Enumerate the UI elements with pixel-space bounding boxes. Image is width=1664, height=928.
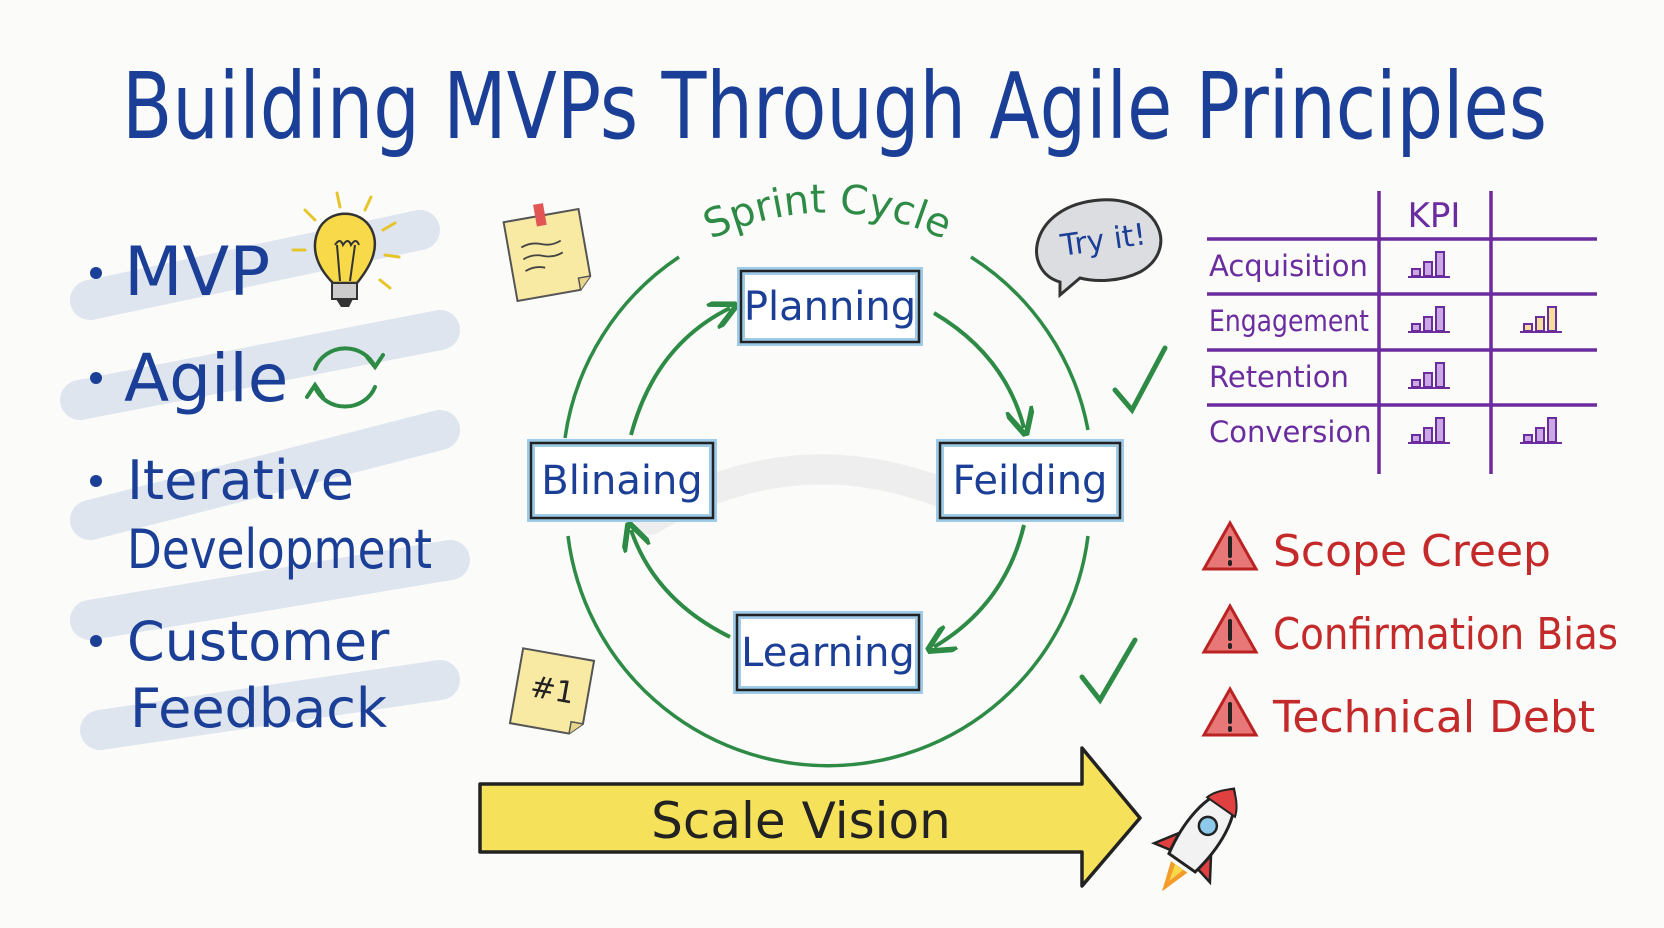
bar-chart-icon-bar — [1423, 372, 1433, 388]
bar-chart-icon — [1408, 417, 1450, 444]
arrow-planning-to-right — [932, 311, 1024, 428]
bullet-text: Iterative — [127, 449, 354, 512]
bar-chart-icon-bar — [1435, 306, 1445, 332]
page-title: Building MVPs Through Agile Principles — [122, 53, 1547, 160]
scale-vision-label: Scale Vision — [651, 792, 951, 850]
outer-cycle-ring — [563, 255, 1090, 768]
kpi-row-label: Conversion — [1209, 415, 1372, 449]
bullet-item-agile: Agile — [90, 340, 288, 417]
sprint-cycle-diagram: Sprint Cycle Planning Feilding — [527, 176, 1124, 768]
stage-label: Feilding — [953, 458, 1108, 504]
bar-chart-icon-bar — [1435, 251, 1445, 277]
checkmark-icon — [1112, 345, 1168, 415]
bar-chart-icon-bar — [1523, 434, 1533, 443]
bar-chart-icon — [1520, 417, 1562, 444]
cycle-flow-arrows — [631, 308, 1024, 647]
sticky-note-label: #1 — [527, 669, 577, 711]
bar-chart-icon-bar — [1423, 261, 1433, 277]
bullet-list: MVP Agile Iterative Development Customer… — [90, 233, 432, 740]
bar-chart-icon-bar — [1411, 323, 1421, 332]
stage-label: Learning — [741, 630, 915, 676]
bullet-item-mvp: MVP — [90, 233, 270, 312]
sticky-note-icon — [502, 203, 592, 303]
bar-chart-icon — [1408, 251, 1450, 278]
kpi-row-label: Engagement — [1209, 304, 1369, 338]
bar-chart-icon-bar — [1411, 268, 1421, 277]
arrow-learning-to-left — [631, 530, 731, 639]
warning-icon — [1201, 519, 1259, 571]
bar-chart-icon-bar — [1535, 427, 1545, 443]
stage-label: Planning — [744, 284, 916, 330]
bar-chart-icon — [1408, 362, 1450, 389]
bullet-item-customer-feedback: Customer Feedback — [90, 610, 390, 740]
bar-chart-icon-bar — [1547, 417, 1557, 443]
kpi-row-label: Acquisition — [1209, 249, 1368, 283]
kpi-header: KPI — [1408, 196, 1461, 236]
bar-chart-icon-bar — [1423, 427, 1433, 443]
bullet-text: Feedback — [130, 677, 388, 740]
bar-chart-icon-bar — [1423, 316, 1433, 332]
arrow-right-to-learning — [934, 524, 1026, 647]
risk-item: Confirmation Bias — [1201, 602, 1618, 660]
bullet-text: Agile — [124, 340, 288, 417]
checkmark-icon — [1079, 637, 1138, 705]
bar-chart-icon-bar — [1411, 434, 1421, 443]
bullet-text: MVP — [124, 233, 270, 312]
bullet-item-iterative-development: Iterative Development — [90, 449, 432, 581]
stage-box-planning[interactable]: Planning — [737, 267, 923, 346]
speech-bubble: Try it! — [1035, 198, 1163, 299]
kpi-row-label: Retention — [1209, 360, 1349, 394]
kpi-table — [1207, 191, 1597, 474]
bullet-text: Development — [127, 518, 432, 581]
arrow-left-to-planning — [629, 308, 730, 436]
stage-label: Blinaing — [541, 458, 702, 504]
bar-chart-icon-bar — [1435, 362, 1445, 388]
bar-chart-icon-bar — [1535, 316, 1545, 332]
sprint-cycle-label: Sprint Cycle — [697, 176, 958, 248]
cycle-arrows-icon — [305, 346, 385, 409]
risk-label: Technical Debt — [1272, 692, 1595, 743]
bar-chart-icon-bar — [1411, 379, 1421, 388]
bar-chart-icon — [1520, 306, 1562, 333]
stage-box-learning[interactable]: Learning — [733, 611, 923, 694]
rocket-icon — [1150, 787, 1238, 892]
bar-chart-icon-bar — [1547, 306, 1557, 332]
risk-list: Scope Creep Confirmation Bias Technical … — [1201, 519, 1618, 743]
warning-icon — [1201, 685, 1259, 737]
lightbulb-icon — [291, 191, 401, 307]
bullet-text: Customer — [127, 610, 390, 673]
bar-chart-icon — [1408, 306, 1450, 333]
stage-box-left[interactable]: Blinaing — [527, 439, 717, 522]
stage-box-right[interactable]: Feilding — [936, 439, 1124, 522]
bar-chart-icon-bar — [1435, 417, 1445, 443]
warning-icon — [1201, 602, 1259, 654]
bar-chart-icon-bar — [1523, 323, 1533, 332]
risk-label: Confirmation Bias — [1273, 609, 1618, 660]
risk-item: Scope Creep — [1201, 519, 1551, 577]
risk-label: Scope Creep — [1273, 526, 1551, 577]
risk-item: Technical Debt — [1201, 685, 1595, 743]
kpi-bar-icons — [1408, 251, 1562, 444]
scale-vision-arrow: Scale Vision — [478, 746, 1142, 888]
sticky-note-number: #1 — [508, 647, 596, 735]
